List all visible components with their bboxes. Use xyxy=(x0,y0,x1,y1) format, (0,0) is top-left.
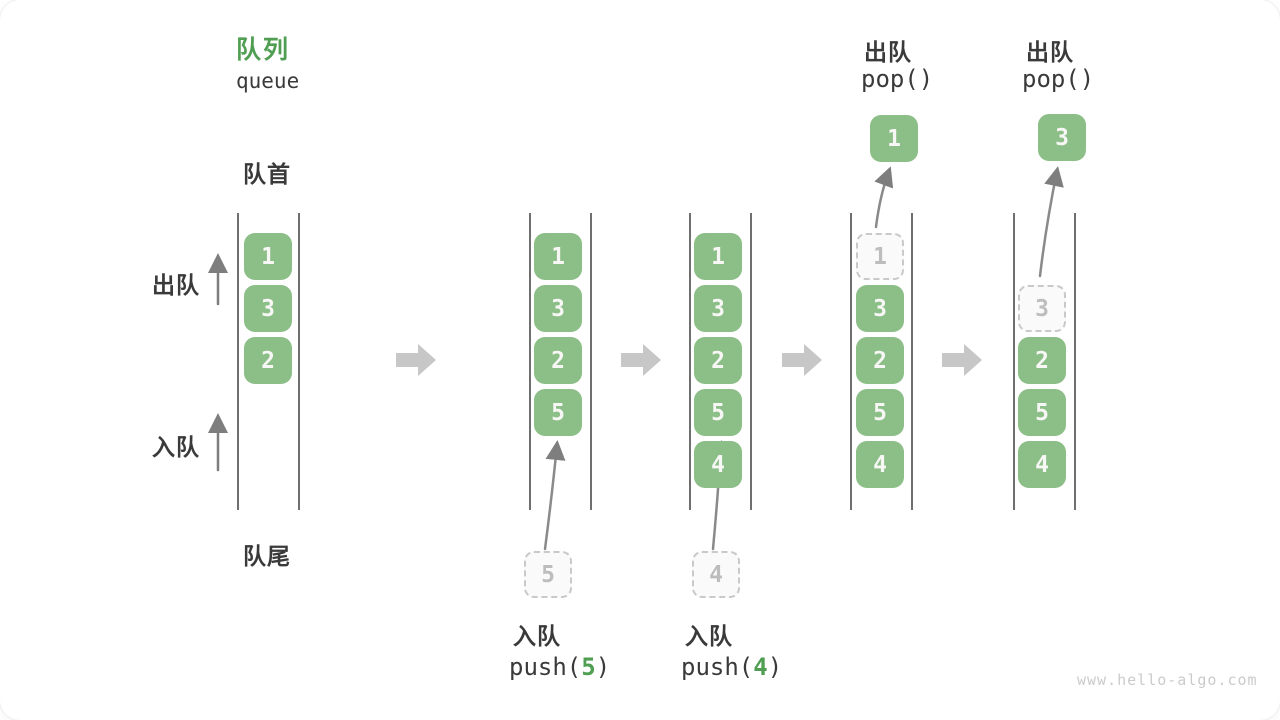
queue-cell: 5 xyxy=(534,389,582,436)
code-arg: 4 xyxy=(753,653,768,681)
queue-cell: 5 xyxy=(694,389,742,436)
step-right-arrow-icon xyxy=(621,344,661,376)
pop1-code-label: pop() xyxy=(861,65,934,93)
queue-cell: 2 xyxy=(694,337,742,384)
queue-wall xyxy=(590,213,592,510)
diagram-title-zh: 队列 xyxy=(236,36,291,64)
queue-cell: 5 xyxy=(1018,389,1066,436)
pop3-curved-arrow-icon xyxy=(1038,166,1064,278)
queue-cell: 1 xyxy=(244,233,292,280)
queue-wall xyxy=(1013,213,1015,510)
queue-cell: 5 xyxy=(856,389,904,436)
step-right-arrow-icon xyxy=(396,344,436,376)
queue-wall xyxy=(689,213,691,510)
popped-cell: 1 xyxy=(870,115,918,162)
queue-cell: 3 xyxy=(534,285,582,332)
push5-curved-arrow-icon xyxy=(543,440,566,551)
dequeue-side-label: 出队 xyxy=(152,272,200,298)
queue-wall xyxy=(750,213,752,510)
code-fn-open: push( xyxy=(681,653,754,681)
watermark: www.hello-algo.com xyxy=(1077,671,1258,689)
pop1-action-label: 出队 xyxy=(864,39,912,65)
queue-wall xyxy=(237,213,239,510)
queue-cell: 2 xyxy=(1018,337,1066,384)
queue-cell: 2 xyxy=(534,337,582,384)
pop1-curved-arrow-icon xyxy=(874,166,894,229)
queue-rear-label: 队尾 xyxy=(243,543,291,569)
code-fn-close: ) xyxy=(595,653,611,681)
queue-front-label: 队首 xyxy=(243,161,291,187)
push5-code-label: push(5) xyxy=(509,653,610,681)
pop3-code-label: pop() xyxy=(1022,65,1095,93)
push5-action-label: 入队 xyxy=(513,623,561,649)
queue-wall xyxy=(850,213,852,510)
step-right-arrow-icon xyxy=(942,344,982,376)
code-fn-close: ) xyxy=(767,653,783,681)
queue-cell: 2 xyxy=(856,337,904,384)
ghost-cell: 1 xyxy=(856,233,904,280)
queue-cell: 4 xyxy=(856,441,904,488)
queue-cell: 3 xyxy=(694,285,742,332)
queue-cell: 1 xyxy=(534,233,582,280)
queue-wall xyxy=(529,213,531,510)
ghost-cell: 3 xyxy=(1018,285,1066,332)
push4-code-label: push(4) xyxy=(681,653,782,681)
queue-cell: 2 xyxy=(244,337,292,384)
queue-cell: 3 xyxy=(856,285,904,332)
queue-cell: 4 xyxy=(694,441,742,488)
queue-wall xyxy=(1074,213,1076,510)
queue-cell: 4 xyxy=(1018,441,1066,488)
code-arg: 5 xyxy=(581,653,596,681)
queue-wall xyxy=(911,213,913,510)
queue-cell: 3 xyxy=(244,285,292,332)
step-right-arrow-icon xyxy=(782,344,822,376)
staged-cell: 5 xyxy=(524,551,572,598)
queue-cell: 1 xyxy=(694,233,742,280)
push4-action-label: 入队 xyxy=(685,623,733,649)
popped-cell: 3 xyxy=(1038,114,1086,161)
queue-wall xyxy=(298,213,300,510)
pop3-action-label: 出队 xyxy=(1026,39,1074,65)
enqueue-side-label: 入队 xyxy=(152,434,200,460)
diagram-title-en: queue xyxy=(236,69,300,93)
code-fn-open: push( xyxy=(509,653,582,681)
staged-cell: 4 xyxy=(692,551,740,598)
